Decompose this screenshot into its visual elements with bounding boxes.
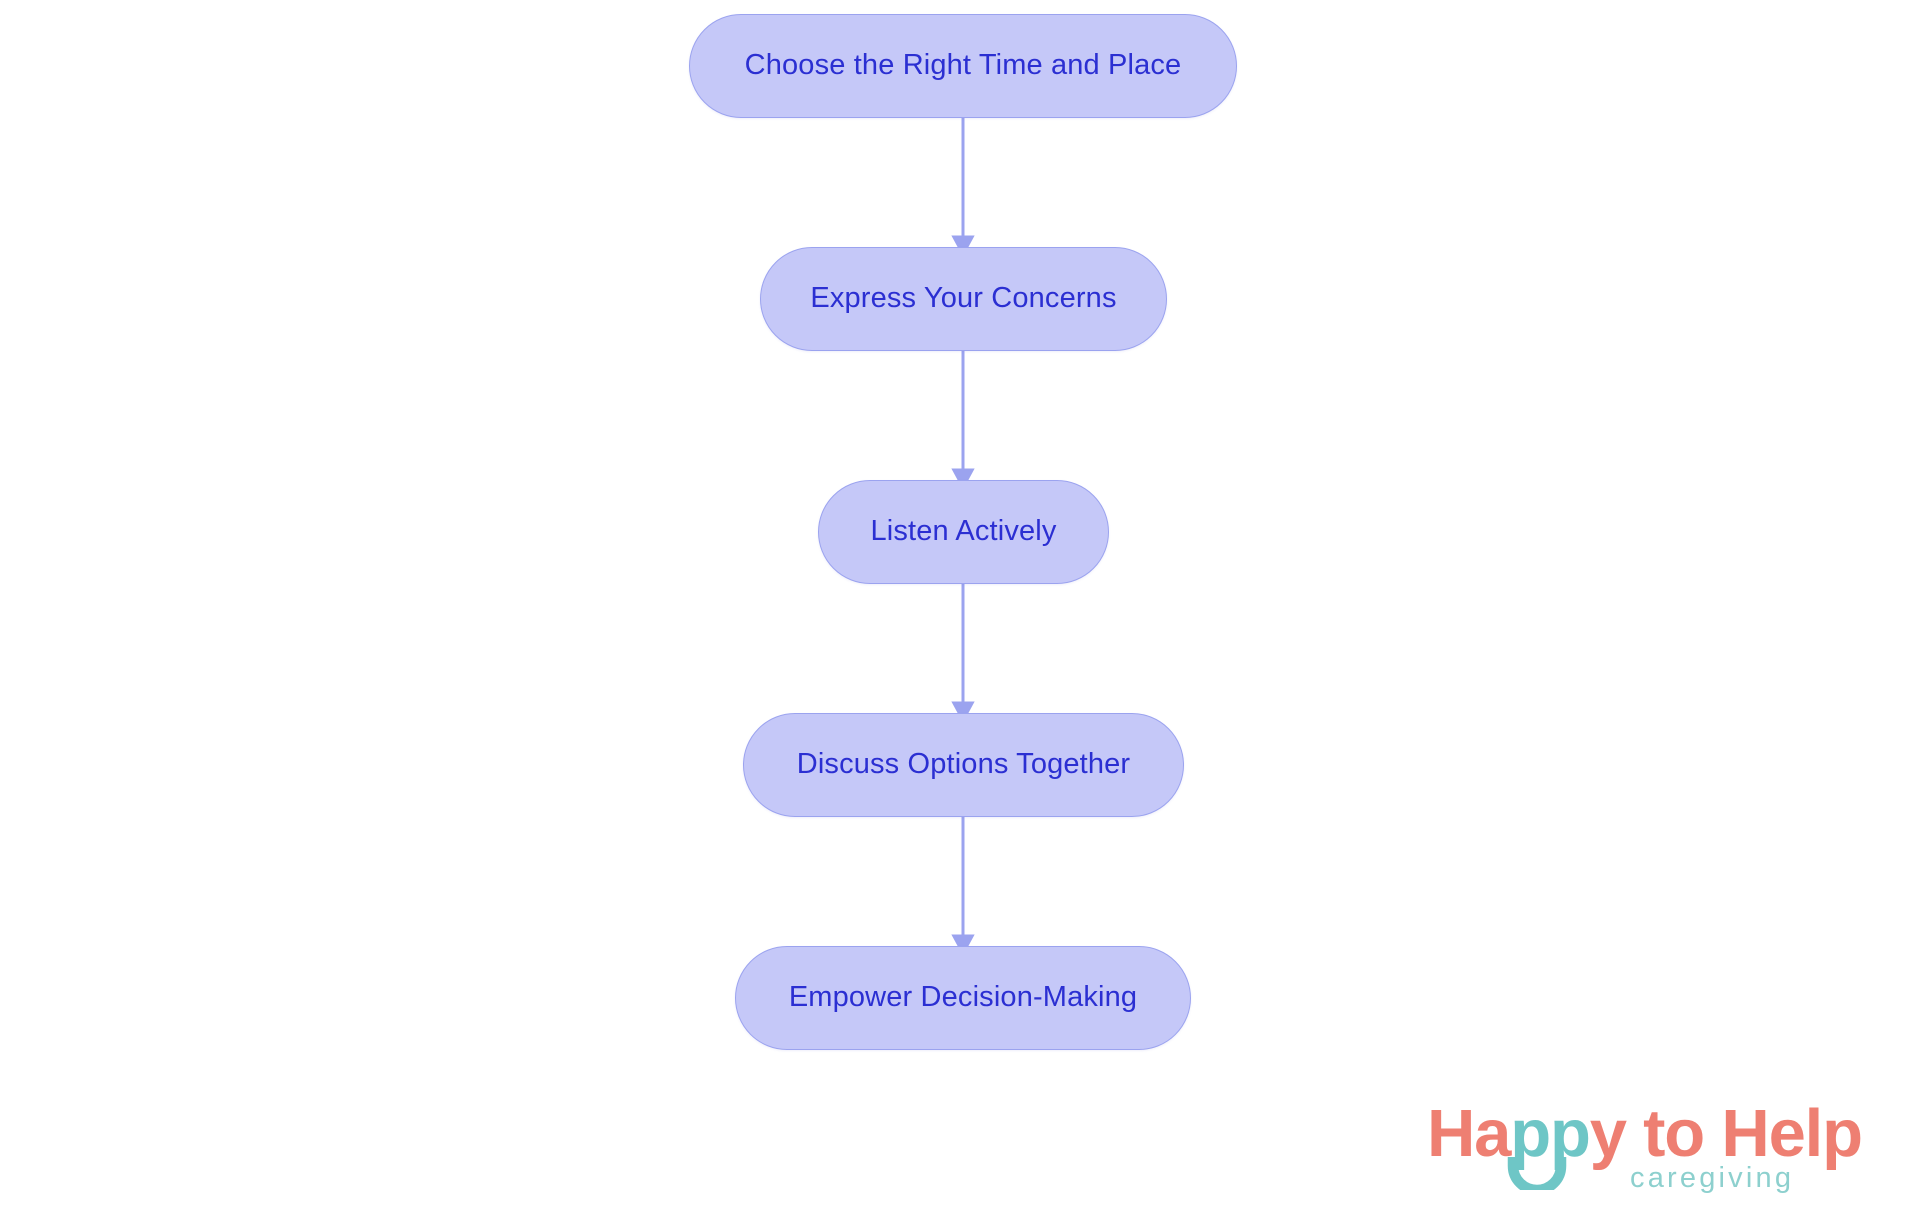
flow-node-label: Express Your Concerns [810,282,1117,315]
flow-node-label: Empower Decision-Making [788,981,1138,1014]
brand-logo: Happy to Help caregiving [1427,1100,1863,1208]
flow-node-label: Discuss Options Together [796,748,1131,781]
logo-word-part-2: pp [1510,1096,1591,1171]
flow-node-label: Listen Actively [870,515,1057,548]
smile-icon [1507,1157,1567,1190]
flow-node-label: Choose the Right Time and Place [744,49,1182,82]
logo-wordmark: Happy to Help [1427,1100,1863,1167]
flow-node-3[interactable]: Listen Actively [818,480,1109,584]
logo-tagline: caregiving [1630,1162,1795,1194]
flow-node-4[interactable]: Discuss Options Together [743,713,1184,817]
logo-word-part-3: y to Help [1589,1096,1863,1171]
flow-node-5[interactable]: Empower Decision-Making [735,946,1191,1050]
flow-node-2[interactable]: Express Your Concerns [760,247,1167,351]
logo-word-part-1: Ha [1427,1096,1511,1171]
flow-node-1[interactable]: Choose the Right Time and Place [689,14,1237,118]
